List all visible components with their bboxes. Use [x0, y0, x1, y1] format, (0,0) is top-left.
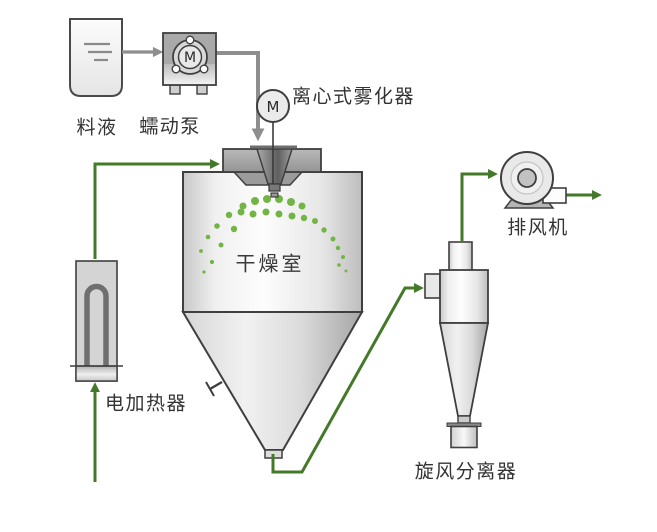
- spray-dot: [341, 255, 345, 259]
- heater-base: [75, 365, 118, 382]
- atomizer-label: 离心式雾化器: [292, 85, 416, 108]
- spray-dot: [209, 259, 215, 265]
- pump-roller-left: [171, 64, 181, 74]
- cyclone-inlet: [424, 273, 441, 299]
- electric-heater-label: 电加热器: [104, 392, 188, 415]
- exhaust-fan: [500, 151, 567, 209]
- atomizer-assembly: M: [222, 89, 322, 198]
- exhaust-line-to-fan: [460, 169, 498, 241]
- drying-chamber-label: 干燥室: [235, 251, 305, 276]
- spray-dot: [337, 263, 341, 267]
- spray-dot: [218, 242, 224, 248]
- pump-motor-hub: [177, 44, 203, 70]
- product-line-to-cyclone: [271, 283, 424, 474]
- cyclone-cone: [438, 322, 490, 417]
- spray-dot: [205, 234, 211, 240]
- cyclone-top-pipe: [448, 241, 473, 273]
- cyclone-neck: [457, 415, 471, 424]
- cyclone-separator: [424, 241, 490, 449]
- feed-tank: [69, 18, 123, 97]
- atomizer-motor-letter: M: [267, 98, 280, 116]
- spray-dot: [335, 245, 341, 251]
- spray-dot: [300, 214, 308, 222]
- cyclone-body: [439, 269, 489, 324]
- spray-dot: [263, 195, 271, 203]
- pump-roller-right: [199, 64, 209, 74]
- cyclone-separator-label: 旋风分离器: [414, 460, 518, 483]
- chamber-cone: [181, 311, 364, 451]
- feed-line-pump-to-atomizer: [216, 51, 265, 142]
- collector-pot: [450, 425, 478, 449]
- spray-dot: [287, 198, 295, 206]
- atomizer-motor-circle: [256, 89, 290, 123]
- electric-heater: [70, 260, 123, 382]
- spray-dot: [225, 211, 233, 219]
- spray-dot: [202, 270, 206, 274]
- spray-dot: [298, 202, 306, 210]
- spray-dot: [288, 212, 296, 220]
- atomizer-nozzle: [268, 183, 281, 192]
- pump-foot-right: [196, 84, 208, 95]
- spray-dot: [275, 210, 283, 218]
- cone-drain-port: [205, 380, 223, 397]
- pump-roller-top: [185, 35, 195, 45]
- hot-air-line: [93, 159, 220, 259]
- spray-dot: [321, 227, 327, 233]
- spray-dot: [344, 269, 348, 273]
- spray-dots: [199, 195, 348, 274]
- spray-dot: [251, 197, 259, 205]
- spray-dot: [312, 218, 318, 224]
- fan-hub: [517, 168, 537, 188]
- atomizer-funnel: [255, 148, 294, 185]
- pump-foot-left: [169, 84, 181, 95]
- spray-dot: [330, 236, 336, 242]
- spray-dot: [230, 225, 238, 233]
- spray-dot: [239, 202, 247, 210]
- pump-motor-letter: M: [184, 50, 196, 66]
- spray-dot: [249, 210, 257, 218]
- heater-u-element: [84, 283, 109, 367]
- spray-dot: [214, 223, 220, 229]
- spray-dot: [237, 208, 245, 216]
- exhaust-fan-label: 排风机: [507, 216, 569, 239]
- peristaltic-pump: M: [162, 32, 217, 95]
- spray-dot: [199, 249, 203, 253]
- atomizer-nozzle-tip: [270, 192, 279, 198]
- feed-tank-label: 料液: [76, 116, 118, 139]
- spray-dot: [262, 208, 270, 216]
- liquid-level-marks: [84, 42, 112, 62]
- peristaltic-pump-label: 蠕动泵: [139, 115, 201, 138]
